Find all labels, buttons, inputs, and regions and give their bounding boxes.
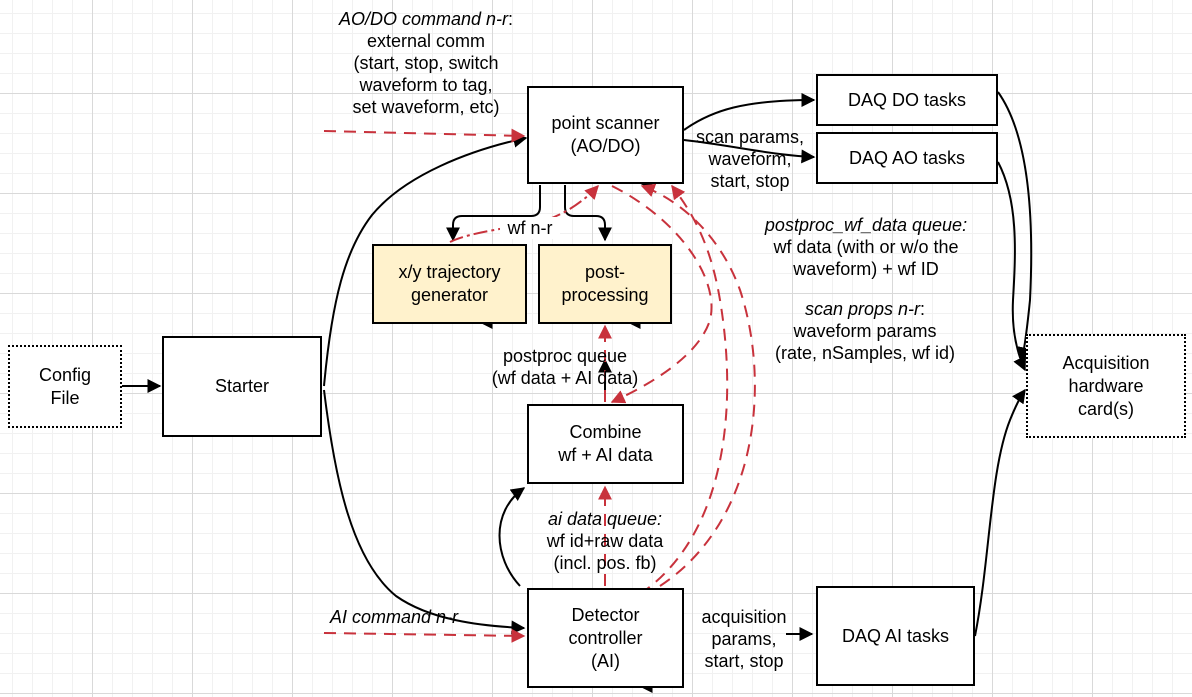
starter-to-detector-arrow bbox=[323, 389, 526, 635]
combine-label: Combine wf + AI data bbox=[558, 422, 653, 465]
scan-params-line: waveform, bbox=[708, 149, 792, 169]
daq-do-to-card-arrow bbox=[997, 91, 1033, 362]
ai-command-label: AI command n-r bbox=[330, 607, 459, 627]
scanner-to-daq-ao-arrow bbox=[683, 139, 816, 164]
postproc-wf-queue-label: postproc_wf_data queue: wf data (with or… bbox=[746, 214, 986, 280]
postproc-queue-label: postproc queue (wf data + AI data) bbox=[476, 345, 654, 389]
postproc-wf-queue-arrow bbox=[639, 184, 729, 595]
detector-controller-box: Detector controller (AI) bbox=[527, 588, 684, 688]
scan-props-arrow bbox=[640, 183, 756, 587]
daq-ai-to-card-arrow bbox=[974, 388, 1026, 637]
detector-controller-label: Detector controller (AI) bbox=[568, 604, 643, 671]
acquisition-params-line: acquisition bbox=[701, 607, 787, 627]
ai-data-queue-title: ai data queue: bbox=[547, 509, 663, 529]
ai-data-queue-line: (incl. pos. fb) bbox=[553, 553, 657, 573]
config-file-box: Config File bbox=[8, 345, 122, 428]
daq-do-tasks-box: DAQ DO tasks bbox=[816, 74, 998, 126]
starter-to-point-scanner-arrow bbox=[323, 133, 528, 387]
starter-label: Starter bbox=[214, 376, 270, 396]
ao-do-command-line: set waveform, etc) bbox=[352, 97, 500, 117]
ao-do-command-line: (start, stop, switch bbox=[353, 53, 499, 73]
postproc-wf-queue-title: postproc_wf_data queue: bbox=[764, 215, 968, 235]
ai-data-queue-label: ai data queue: wf id+raw data (incl. pos… bbox=[530, 508, 680, 574]
scan-props-line: (rate, nSamples, wf id) bbox=[774, 343, 956, 363]
point-scanner-label: point scanner (AO/DO) bbox=[551, 113, 660, 156]
acquisition-params-line: start, stop bbox=[704, 651, 784, 671]
ao-do-command-line: external comm bbox=[366, 31, 486, 51]
config-file-label: Config File bbox=[38, 364, 92, 408]
post-processing-box: post- processing bbox=[538, 244, 672, 324]
acquisition-hardware-card-box: Acquisition hardware card(s) bbox=[1026, 334, 1186, 438]
postproc-wf-queue-line: wf data (with or w/o the bbox=[773, 237, 959, 257]
ao-do-command-arrow bbox=[323, 128, 526, 143]
scanner-to-trajectory-arrow bbox=[446, 185, 541, 242]
scan-props-title: scan props n-r bbox=[804, 299, 921, 319]
ao-do-command-colon: : bbox=[508, 9, 514, 29]
postproc-queue-line: postproc queue bbox=[502, 346, 628, 366]
starter-box: Starter bbox=[162, 336, 322, 437]
acquisition-params-label: acquisition params, start, stop bbox=[688, 606, 800, 672]
scan-props-colon: : bbox=[920, 299, 926, 319]
ai-data-queue-line: wf id+raw data bbox=[546, 531, 664, 551]
daq-ai-tasks-label: DAQ AI tasks bbox=[841, 625, 950, 646]
ao-do-command-label: AO/DO command n-r: external comm (start,… bbox=[326, 8, 526, 118]
scan-props-line: waveform params bbox=[793, 321, 937, 341]
post-processing-label: post- processing bbox=[561, 262, 649, 305]
ao-do-command-title: AO/DO command n-r bbox=[338, 9, 509, 29]
daq-ao-tasks-box: DAQ AO tasks bbox=[816, 132, 998, 184]
acquisition-hardware-card-label: Acquisition hardware card(s) bbox=[1062, 352, 1150, 419]
detector-to-combine-arrow bbox=[498, 487, 526, 587]
daq-ao-tasks-label: DAQ AO tasks bbox=[848, 147, 966, 168]
xy-trajectory-generator-box: x/y trajectory generator bbox=[372, 244, 527, 324]
scan-params-label: scan params, waveform, start, stop bbox=[686, 126, 814, 192]
daq-ao-to-card-arrow bbox=[997, 161, 1027, 372]
scan-params-line: scan params, bbox=[695, 127, 805, 147]
postproc-queue-line: (wf data + AI data) bbox=[491, 368, 639, 388]
point-scanner-box: point scanner (AO/DO) bbox=[527, 86, 684, 184]
xy-trajectory-generator-label: x/y trajectory generator bbox=[398, 262, 501, 305]
wf-nr-label: wf n-r bbox=[500, 217, 560, 239]
scan-params-line: start, stop bbox=[710, 171, 790, 191]
scanner-to-postproc-arrow bbox=[564, 185, 612, 242]
ao-do-command-line: waveform to tag, bbox=[359, 75, 493, 95]
daq-ai-tasks-box: DAQ AI tasks bbox=[816, 586, 975, 686]
postproc-wf-queue-line: waveform) + wf ID bbox=[793, 259, 939, 279]
daq-do-tasks-label: DAQ DO tasks bbox=[847, 89, 967, 110]
ai-command-arrow bbox=[323, 628, 526, 643]
acquisition-params-line: params, bbox=[711, 629, 777, 649]
scanner-to-combine-arrow bbox=[610, 185, 713, 404]
combine-box: Combine wf + AI data bbox=[527, 404, 684, 484]
scanner-to-daq-do-arrow bbox=[683, 93, 816, 131]
scan-props-label: scan props n-r: waveform params (rate, n… bbox=[756, 298, 974, 364]
